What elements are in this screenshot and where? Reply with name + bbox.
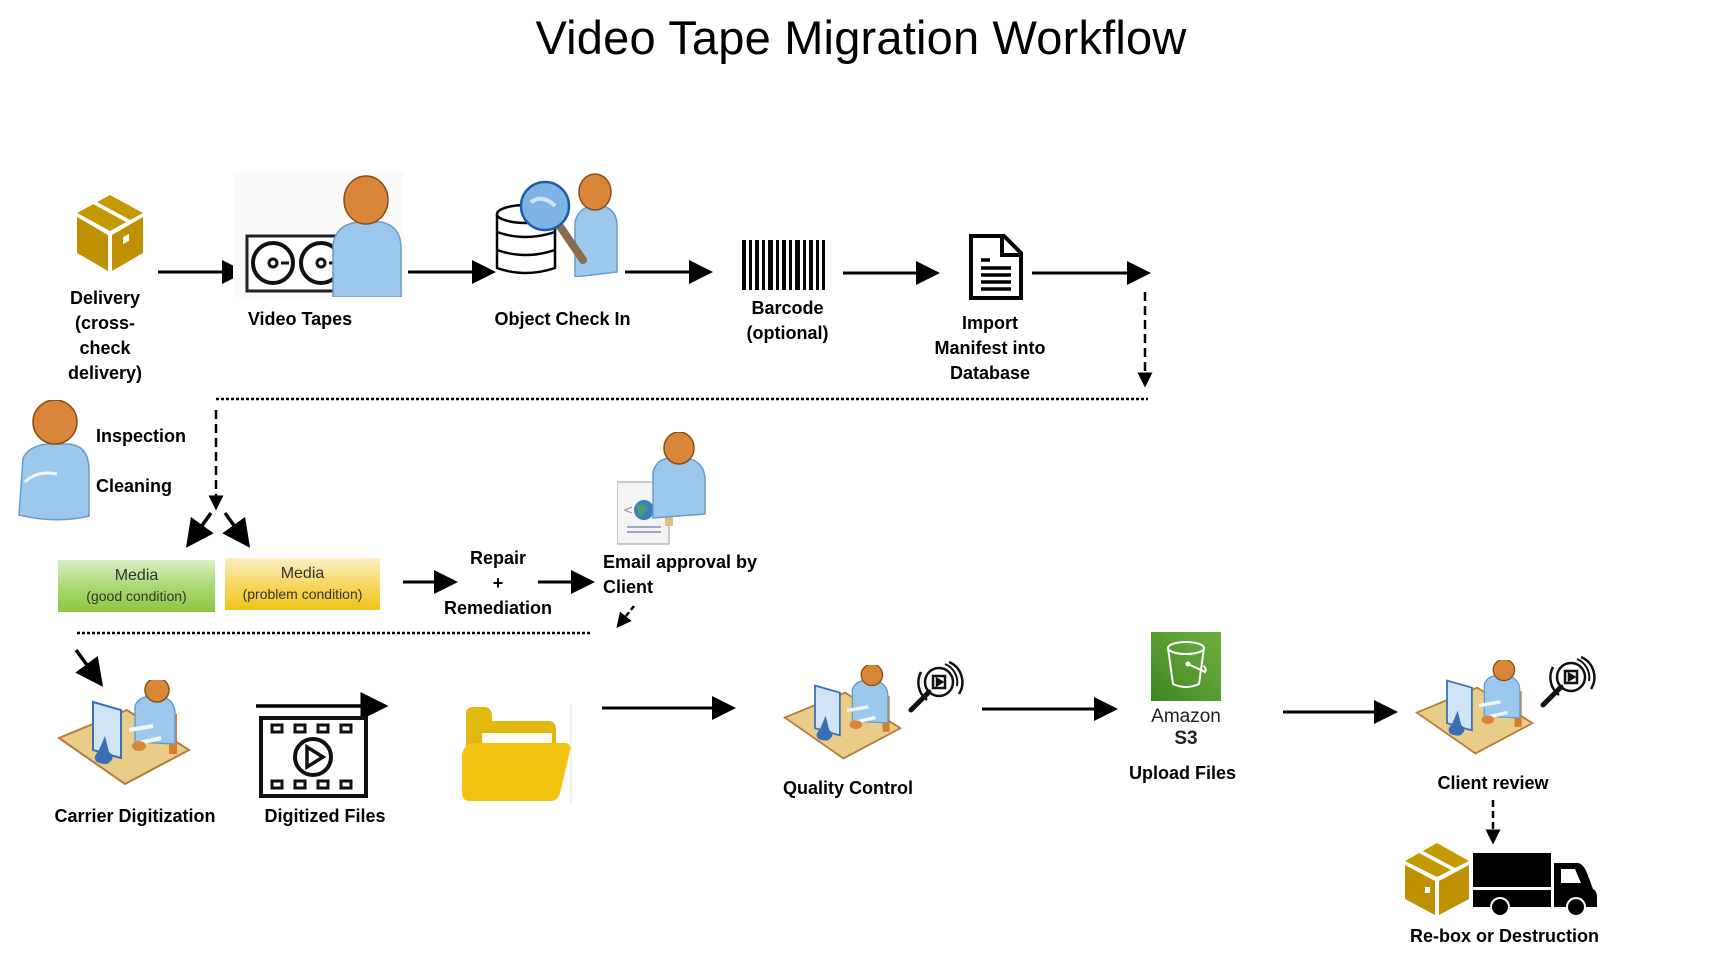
delivery-label: Delivery (cross- check delivery) bbox=[55, 286, 155, 386]
film-play-icon bbox=[259, 716, 368, 798]
barcode-label-line: Barcode bbox=[751, 298, 824, 318]
client-person-at-computer-icon bbox=[1415, 660, 1535, 755]
delivery-label-line: delivery) bbox=[67, 363, 143, 383]
document-icon bbox=[969, 234, 1023, 300]
repair-label-line: Repair bbox=[469, 548, 527, 568]
media-good-subtitle: (good condition) bbox=[86, 588, 187, 604]
package-box-icon bbox=[77, 195, 143, 271]
media-good-title: Media bbox=[114, 567, 159, 584]
email-approval-label-line: Email approval by bbox=[603, 552, 758, 572]
import-manifest-label: Import Manifest into Database bbox=[915, 311, 1065, 386]
object-check-in-label: Object Check In bbox=[494, 309, 631, 329]
arrow-split-to-problem bbox=[222, 511, 251, 548]
delivery-label-line: check bbox=[79, 338, 131, 358]
quality-control-label: Quality Control bbox=[783, 778, 913, 798]
cleaning-label: Cleaning bbox=[96, 476, 173, 496]
person-at-computer-icon bbox=[57, 680, 191, 786]
import-manifest-label-line: Manifest into bbox=[934, 338, 1046, 358]
barcode-label: Barcode (optional) bbox=[720, 296, 855, 346]
media-problem-subtitle: (problem condition) bbox=[242, 586, 363, 602]
carrier-digitization-label: Carrier Digitization bbox=[54, 806, 216, 826]
upload-files-label: Upload Files bbox=[1128, 763, 1236, 783]
digitized-files-label: Digitized Files bbox=[264, 806, 386, 826]
email-approval-label-line: Client bbox=[603, 577, 654, 597]
inspection-label: Inspection bbox=[96, 426, 187, 446]
import-manifest-label-line: Import bbox=[962, 313, 1018, 333]
amazon-s3-brand: Amazon S3 bbox=[1130, 706, 1242, 750]
person-icon bbox=[18, 400, 90, 521]
dashed-arrow-email-return bbox=[616, 605, 635, 628]
barcode-label-line: (optional) bbox=[746, 323, 829, 343]
arrow-into-carrier-digitization bbox=[74, 648, 104, 687]
media-good-condition-box: Media (good condition) bbox=[58, 560, 215, 612]
amazon-text: Amazon bbox=[1151, 706, 1221, 727]
repair-label-line: + bbox=[492, 573, 504, 593]
s3-text: S3 bbox=[1174, 728, 1198, 749]
rebox-destruction-label: Re-box or Destruction bbox=[1410, 926, 1600, 946]
bucket-icon bbox=[1167, 641, 1207, 688]
tape-reel-with-person-icon bbox=[233, 172, 403, 297]
qc-person-at-computer-icon bbox=[783, 665, 903, 760]
svg-text:<: < bbox=[623, 503, 633, 517]
email-approval-label: Email approval by Client bbox=[603, 550, 757, 600]
repair-label-line: Remediation bbox=[443, 598, 553, 618]
amazon-s3-bucket-icon bbox=[1151, 632, 1221, 701]
client-video-search-icon bbox=[1540, 655, 1596, 708]
diagram-title: Video Tape Migration Workflow bbox=[535, 11, 1187, 64]
repair-remediation-label: Repair + Remediation bbox=[438, 546, 558, 621]
truck-icon bbox=[1473, 853, 1597, 915]
media-problem-title: Media bbox=[280, 565, 325, 582]
box-and-truck-icon bbox=[1405, 843, 1597, 915]
rebox-box-icon bbox=[1405, 843, 1469, 915]
arrow-split-to-good bbox=[185, 511, 214, 548]
folder-icon bbox=[462, 705, 572, 803]
video-tapes-label: Video Tapes bbox=[247, 309, 353, 329]
database-search-person-icon bbox=[495, 173, 618, 277]
video-search-icon bbox=[908, 660, 964, 713]
email-person-icon: < > bbox=[617, 432, 706, 545]
media-problem-condition-box: Media (problem condition) bbox=[225, 558, 380, 610]
delivery-label-line: Delivery bbox=[69, 288, 141, 308]
barcode-icon bbox=[742, 240, 825, 290]
import-manifest-label-line: Database bbox=[949, 363, 1031, 383]
client-review-label: Client review bbox=[1437, 773, 1549, 793]
delivery-label-line: (cross- bbox=[74, 313, 136, 333]
